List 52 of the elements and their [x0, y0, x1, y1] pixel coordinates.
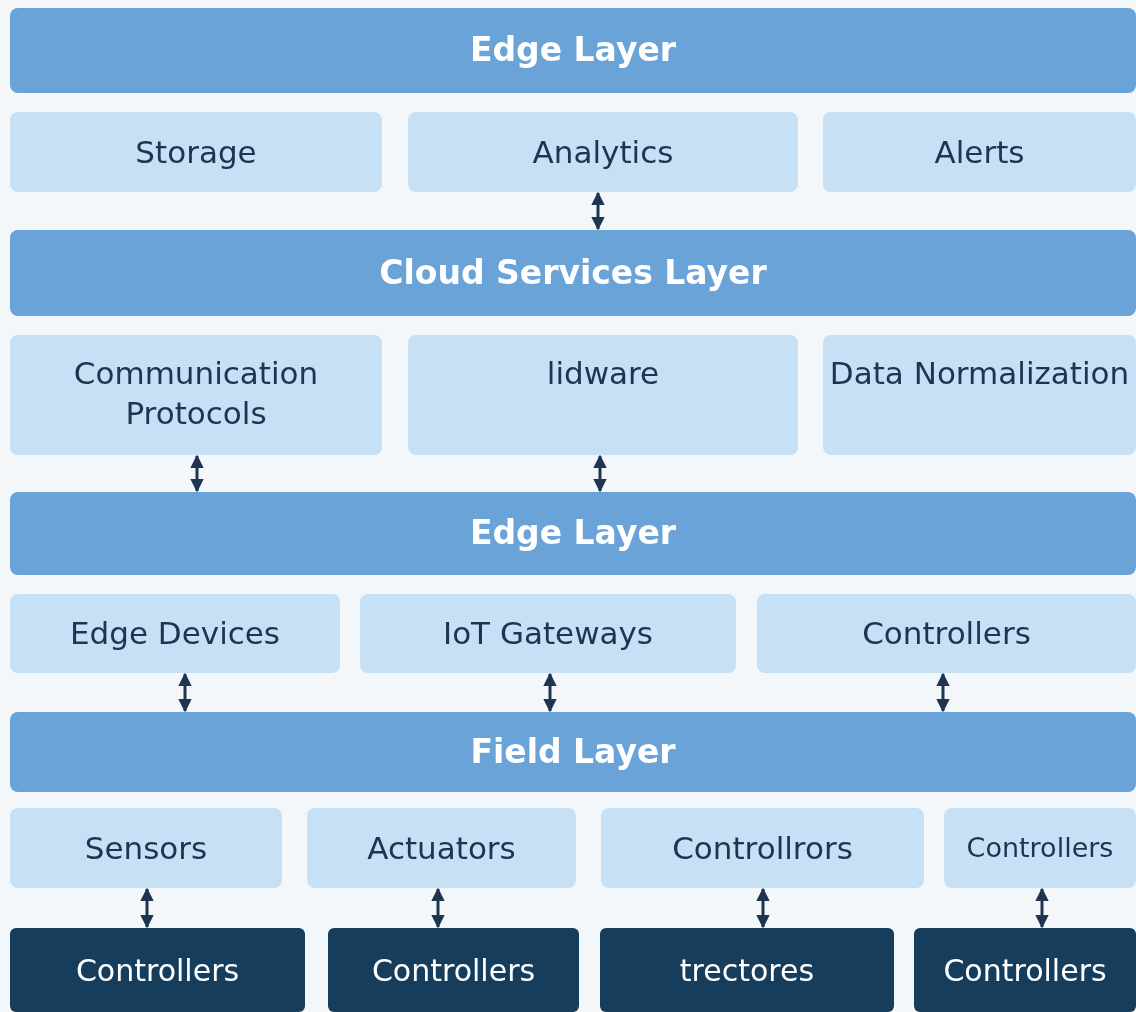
layer-band — [10, 492, 1136, 575]
component-box — [944, 808, 1136, 888]
double-arrow — [593, 454, 607, 493]
double-arrow — [431, 887, 445, 929]
device-box — [10, 928, 305, 1012]
double-arrow — [1035, 887, 1049, 929]
component-box — [823, 112, 1136, 192]
component-label: Sensors — [84, 828, 208, 868]
layer-title: Edge Layer — [469, 512, 677, 555]
component-label: Controllers — [862, 614, 1031, 654]
layer-title: Edge Layer — [469, 29, 677, 72]
device-box — [328, 928, 579, 1012]
component-box — [307, 808, 576, 888]
component-label: Controllrors — [672, 828, 853, 868]
double-arrow — [140, 887, 154, 929]
component-box — [757, 594, 1136, 673]
layer-band — [10, 8, 1136, 93]
component-box — [10, 808, 282, 888]
double-arrow — [178, 672, 192, 713]
component-label: Edge Devices — [69, 614, 280, 654]
component-label: Analytics — [532, 132, 674, 172]
component-box — [10, 594, 340, 673]
component-label: Actuators — [367, 828, 516, 868]
double-arrow — [591, 191, 605, 231]
layer-band — [10, 712, 1136, 792]
double-arrow — [756, 887, 770, 929]
component-box — [823, 335, 1136, 455]
layer-title: Field Layer — [470, 730, 676, 773]
component-box — [408, 335, 798, 455]
device-label: trectores — [679, 951, 815, 990]
component-label: Storage — [135, 132, 257, 172]
device-label: Controllers — [943, 951, 1107, 990]
double-arrow — [543, 672, 557, 713]
component-box — [10, 335, 382, 455]
component-label: Data Normalization — [829, 354, 1130, 393]
device-box — [600, 928, 894, 1012]
double-arrow — [936, 672, 950, 713]
component-label: Communication Protocols — [72, 354, 320, 434]
layer-band — [10, 230, 1136, 316]
double-arrow — [190, 454, 204, 493]
component-box — [360, 594, 736, 673]
component-label: Controllers — [966, 831, 1114, 866]
device-label: Controllers — [371, 951, 536, 990]
component-label: IoT Gateways — [443, 614, 653, 654]
device-box — [914, 928, 1136, 1012]
component-label: Alerts — [934, 132, 1025, 172]
component-box — [10, 112, 382, 192]
component-box — [408, 112, 798, 192]
component-label: lidware — [546, 354, 660, 393]
layer-title: Cloud Services Layer — [379, 251, 767, 294]
device-label: Controllers — [75, 951, 240, 990]
component-box — [601, 808, 924, 888]
